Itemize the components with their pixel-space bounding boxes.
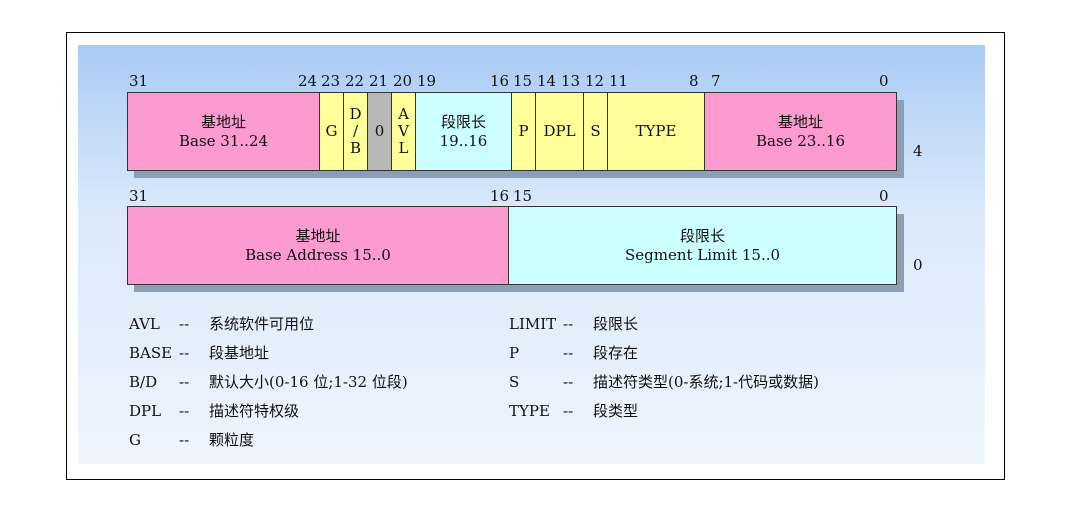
bit-label: 20 [393, 72, 413, 90]
bit-label: 31 [129, 72, 149, 90]
field-subtitle: Base Address 15..0 [245, 245, 391, 264]
legend-desc: 段限长 [593, 315, 639, 333]
row1-offset: 4 [913, 142, 923, 160]
legend-sep: -- [179, 344, 190, 362]
legend-key: BASE [129, 344, 173, 362]
field-base-31-24: 基地址 Base 31..24 [127, 92, 320, 171]
legend-item: DPL -- 描述符特权级 [129, 402, 299, 420]
legend-sep: -- [179, 315, 190, 333]
field-dpl: DPL [535, 92, 584, 171]
legend-sep: -- [179, 402, 190, 420]
legend-key: TYPE [509, 402, 550, 420]
legend-item: TYPE -- 段类型 [509, 402, 638, 420]
field-title: TYPE [635, 122, 677, 140]
legend-item: AVL -- 系统软件可用位 [129, 315, 314, 333]
field-title: 0 [374, 122, 385, 140]
field-title: DPL [543, 122, 576, 140]
field-title: 段限长 [440, 112, 486, 131]
legend-sep: -- [563, 344, 574, 362]
legend-desc: 段存在 [593, 344, 639, 362]
field-title: 基地址 [295, 226, 341, 245]
field-base-23-16: 基地址 Base 23..16 [704, 92, 897, 171]
field-reserved-zero: 0 [367, 92, 392, 171]
row2-offset: 0 [913, 256, 923, 274]
bit-label: 0 [879, 187, 889, 205]
legend-item: G -- 颗粒度 [129, 431, 254, 449]
legend-key: S [509, 373, 520, 391]
bit-label: 11 [609, 72, 629, 90]
legend-item: BASE -- 段基地址 [129, 344, 269, 362]
legend-item: LIMIT -- 段限长 [509, 315, 638, 333]
row1-shadow [134, 170, 904, 178]
field-type: TYPE [607, 92, 705, 171]
field-title: 段限长 [679, 226, 725, 245]
field-char: V [398, 122, 409, 140]
row1-shadow-side [896, 100, 904, 178]
legend-desc: 系统软件可用位 [209, 315, 315, 333]
bit-label: 12 [585, 72, 605, 90]
bit-label: 19 [417, 72, 437, 90]
legend-item: B/D -- 默认大小(0-16 位;1-32 位段) [129, 373, 408, 391]
legend-desc: 描述符特权级 [209, 402, 300, 420]
legend-item: P -- 段存在 [509, 344, 638, 362]
legend-key: DPL [129, 402, 162, 420]
row2-shadow [134, 284, 904, 292]
legend-key: B/D [129, 373, 158, 391]
field-char: / [352, 122, 359, 140]
field-s: S [583, 92, 608, 171]
field-title: 基地址 [200, 112, 246, 131]
bit-label: 13 [561, 72, 581, 90]
bit-label: 15 [513, 72, 533, 90]
legend-key: AVL [129, 315, 160, 333]
field-limit-15-0: 段限长 Segment Limit 15..0 [508, 206, 897, 285]
bit-label: 0 [879, 72, 889, 90]
field-db: D / B [343, 92, 368, 171]
legend-sep: -- [563, 402, 574, 420]
field-p: P [511, 92, 536, 171]
legend-desc: 段类型 [593, 402, 639, 420]
bit-label: 16 [490, 72, 510, 90]
legend-sep: -- [563, 315, 574, 333]
bit-label: 14 [537, 72, 557, 90]
field-char: L [398, 139, 409, 157]
field-char: A [398, 105, 409, 123]
bit-label: 7 [711, 72, 721, 90]
legend-item: S -- 描述符类型(0-系统;1-代码或数据) [509, 373, 819, 391]
bit-label: 24 [298, 72, 318, 90]
field-char: D [349, 105, 362, 123]
legend-key: LIMIT [509, 315, 557, 333]
field-char: B [349, 139, 362, 157]
field-subtitle: Base 31..24 [178, 131, 269, 150]
bit-label: 31 [129, 187, 149, 205]
row2-shadow-side [896, 214, 904, 292]
field-subtitle: Base 23..16 [755, 131, 846, 150]
legend-desc: 颗粒度 [209, 431, 255, 449]
legend-key: G [129, 431, 141, 449]
legend-key: P [509, 344, 520, 362]
bit-label: 8 [689, 72, 699, 90]
field-title: 基地址 [777, 112, 823, 131]
bit-label: 23 [321, 72, 341, 90]
legend-desc: 描述符类型(0-系统;1-代码或数据) [593, 373, 819, 391]
field-subtitle: 19..16 [439, 131, 488, 150]
field-base-15-0: 基地址 Base Address 15..0 [127, 206, 509, 285]
legend-desc: 段基地址 [209, 344, 270, 362]
bit-label: 16 [490, 187, 510, 205]
legend-sep: -- [563, 373, 574, 391]
field-g: G [319, 92, 344, 171]
field-title: P [518, 122, 529, 140]
field-limit-19-16: 段限长 19..16 [415, 92, 512, 171]
legend-desc: 默认大小(0-16 位;1-32 位段) [209, 373, 408, 391]
bit-label: 15 [513, 187, 533, 205]
bit-label: 22 [345, 72, 365, 90]
legend-sep: -- [179, 431, 190, 449]
bit-label: 21 [369, 72, 389, 90]
field-avl: A V L [391, 92, 416, 171]
legend-sep: -- [179, 373, 190, 391]
field-subtitle: Segment Limit 15..0 [624, 245, 781, 264]
field-title: G [325, 122, 338, 140]
field-title: S [590, 122, 601, 140]
